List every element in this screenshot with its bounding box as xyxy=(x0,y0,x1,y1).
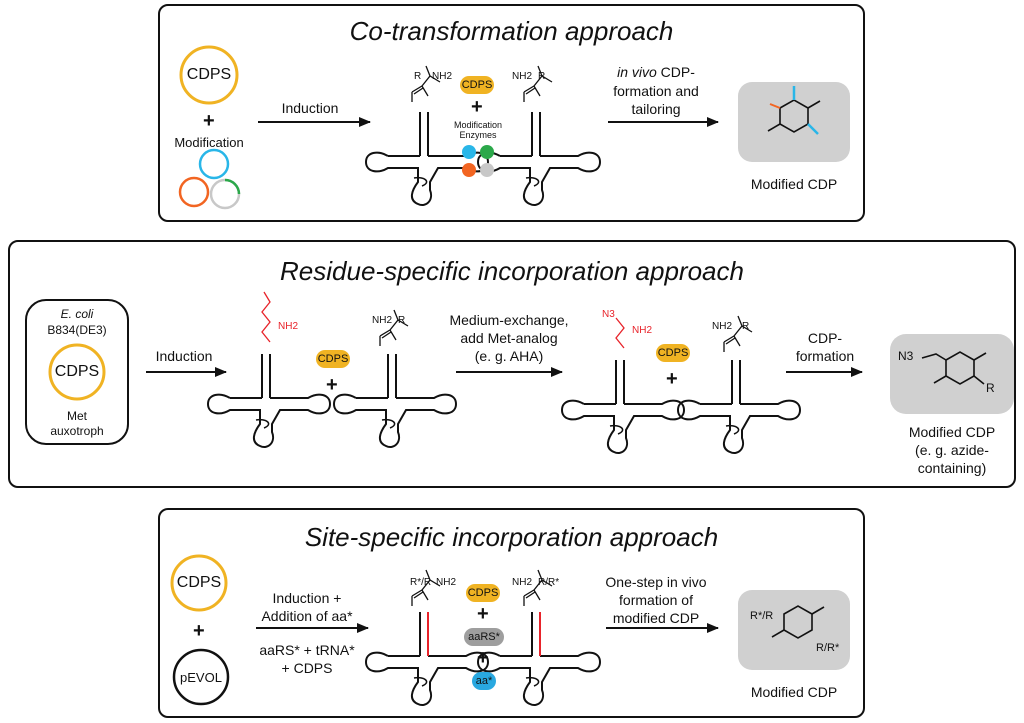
panel-title: Co-transformation approach xyxy=(349,16,674,46)
onestep-label-3: modified CDP xyxy=(612,610,700,626)
nh2-black: NH2 xyxy=(712,321,733,332)
tailoring-label-3: tailoring xyxy=(631,101,681,117)
modification-label: Modification xyxy=(174,135,244,150)
aa-nh2: NH2 xyxy=(432,71,453,82)
cdps-pill: CDPS xyxy=(656,344,690,362)
aa-nh2: NH2 xyxy=(512,71,533,82)
onestep-label-1: One-step in vivo xyxy=(605,574,707,590)
enzyme-orange xyxy=(462,163,476,177)
product-label: Modified CDP xyxy=(750,176,838,192)
r-label: R xyxy=(398,315,406,326)
nh2-label: NH2 xyxy=(512,577,533,588)
aa-pill: aa* xyxy=(472,672,496,690)
induction-label: Induction xyxy=(281,100,339,116)
nh2-red: NH2 xyxy=(632,325,653,336)
enzyme-green xyxy=(480,145,494,159)
left-sub-label: R*/R xyxy=(410,577,432,588)
tailoring-label-2: formation and xyxy=(613,83,699,99)
product-n3: N3 xyxy=(898,349,914,363)
cdps-pill: CDPS xyxy=(460,76,494,94)
modif-teal-db xyxy=(807,123,819,135)
panel-residue-specific: Residue-specific incorporation approach xyxy=(8,240,1016,488)
product-box xyxy=(738,82,850,162)
product-right-sub: R/R* xyxy=(816,642,840,654)
cdps-ring xyxy=(179,45,239,105)
product-label-3: containing) xyxy=(917,460,987,476)
induction-label-3: aaRS* + tRNA* xyxy=(259,642,355,658)
modif-orange xyxy=(769,103,781,109)
cdps-pill: CDPS xyxy=(316,350,350,368)
plus-sign: + xyxy=(203,110,215,132)
modification-ring-orange xyxy=(178,176,210,208)
trna-met xyxy=(207,353,331,449)
induction-label-4: + CDPS xyxy=(281,660,333,676)
met-label-1: Met xyxy=(66,409,87,423)
product-box xyxy=(738,590,850,670)
induction-label-2: Addition of aa* xyxy=(261,608,353,624)
induction-label: Induction xyxy=(155,348,213,364)
right-sub-label: R/R* xyxy=(538,577,560,588)
enzymes-label-1: Modification xyxy=(453,120,503,130)
cdp-formation-2: formation xyxy=(795,348,855,364)
trna-aa-2 xyxy=(677,359,801,455)
aha-sidechain xyxy=(615,317,625,349)
product-label: Modified CDP xyxy=(750,684,838,700)
aars-pill: aaRS* xyxy=(464,628,504,646)
plus-sign: + xyxy=(326,374,338,396)
product-label-2: (e. g. azide- xyxy=(915,442,989,458)
enzyme-grey xyxy=(480,163,494,177)
pevol-label: pEVOL xyxy=(180,670,222,685)
cdp-ring-3 xyxy=(771,605,825,639)
tailoring-label-1: in vivo CDP- xyxy=(617,64,695,80)
aa-r: R xyxy=(414,71,422,82)
cdps-pill: CDPS xyxy=(466,584,500,602)
nh2-label: NH2 xyxy=(436,577,457,588)
onestep-label-2: formation of xyxy=(619,592,693,608)
n3-red: N3 xyxy=(602,309,615,320)
plus-sign: + xyxy=(193,620,205,642)
product-box xyxy=(890,334,1014,414)
enzyme-blue xyxy=(462,145,476,159)
plus-sign: + xyxy=(477,647,489,669)
cdps-ring xyxy=(48,343,106,401)
modification-ring-green xyxy=(224,178,241,195)
enzymes-label-2: Enzymes xyxy=(459,130,497,140)
induction-label-1: Induction + xyxy=(272,590,342,606)
medium-label-2: add Met-analog xyxy=(460,330,558,346)
met-sidechain xyxy=(261,291,271,343)
plus-sign: + xyxy=(666,368,678,390)
r-label: R xyxy=(742,321,750,332)
panel-title: Site-specific incorporation approach xyxy=(304,522,719,552)
strain-label: B834(DE3) xyxy=(47,323,107,337)
trna-aa xyxy=(333,353,457,449)
medium-label-1: Medium-exchange, xyxy=(449,312,569,328)
met-label-2: auxotroph xyxy=(50,424,104,438)
plus-sign: + xyxy=(471,96,483,118)
nh2-black: NH2 xyxy=(372,315,393,326)
cdps-label: CDPS xyxy=(176,574,222,591)
panel-title: Residue-specific incorporation approach xyxy=(280,256,744,286)
cdps-label: CDPS xyxy=(54,363,100,380)
ecoli-label: E. coli xyxy=(60,307,94,321)
aa-r: R xyxy=(538,71,546,82)
cdp-formation-1: CDP- xyxy=(807,330,843,346)
cdps-ring xyxy=(170,554,228,612)
product-r: R xyxy=(986,381,995,395)
product-label-1: Modified CDP xyxy=(908,424,996,440)
product-left-sub: R*/R xyxy=(750,610,774,622)
ecoli-box xyxy=(25,299,129,445)
pevol-ring xyxy=(172,648,230,706)
nh2-red: NH2 xyxy=(278,321,299,332)
medium-label-3: (e. g. AHA) xyxy=(474,348,544,364)
cdps-label: CDPS xyxy=(186,66,232,83)
cdp-ring-2 xyxy=(921,351,987,385)
panel-site-specific: Site-specific incorporation approach xyxy=(158,508,865,718)
modification-ring-blue xyxy=(198,148,230,180)
plus-sign: + xyxy=(477,603,489,625)
